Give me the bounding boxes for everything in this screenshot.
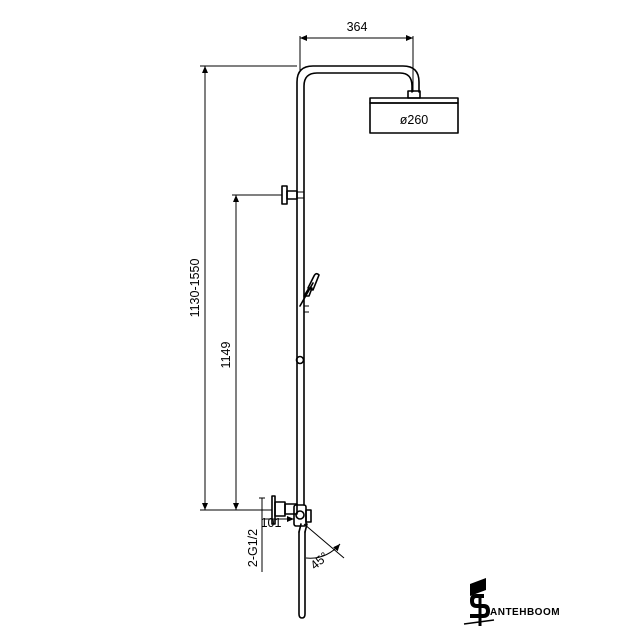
hand-shower <box>299 272 320 313</box>
logo-text: ANTEHBOOM <box>490 607 560 618</box>
santehboom-logo: ANTEHBOOM <box>463 578 560 626</box>
total-height-label: 1130-1550 <box>188 259 202 318</box>
diverter-height-dimension: 1149 <box>219 194 282 510</box>
mixer-valve <box>271 495 312 533</box>
angle-dimension: 45° <box>303 523 345 572</box>
connection-label: 2-G1/2 <box>246 529 260 567</box>
angle-label: 45° <box>308 549 331 572</box>
arm-length-dimension: 364 <box>299 20 414 92</box>
diverter-height-label: 1149 <box>219 342 233 369</box>
mixer-handle <box>298 531 306 619</box>
shower-head: ø260 <box>369 97 459 134</box>
offset-dimension: 101 <box>261 516 294 530</box>
total-height-dimension: 1130-1550 <box>188 65 297 511</box>
diverter-knob <box>281 185 304 205</box>
slider <box>295 355 305 365</box>
offset-label: 101 <box>261 516 282 530</box>
arm-length-label: 364 <box>347 20 368 34</box>
head-diameter-label: ø260 <box>400 113 429 127</box>
connection-dimension: 2-G1/2 <box>246 497 265 572</box>
